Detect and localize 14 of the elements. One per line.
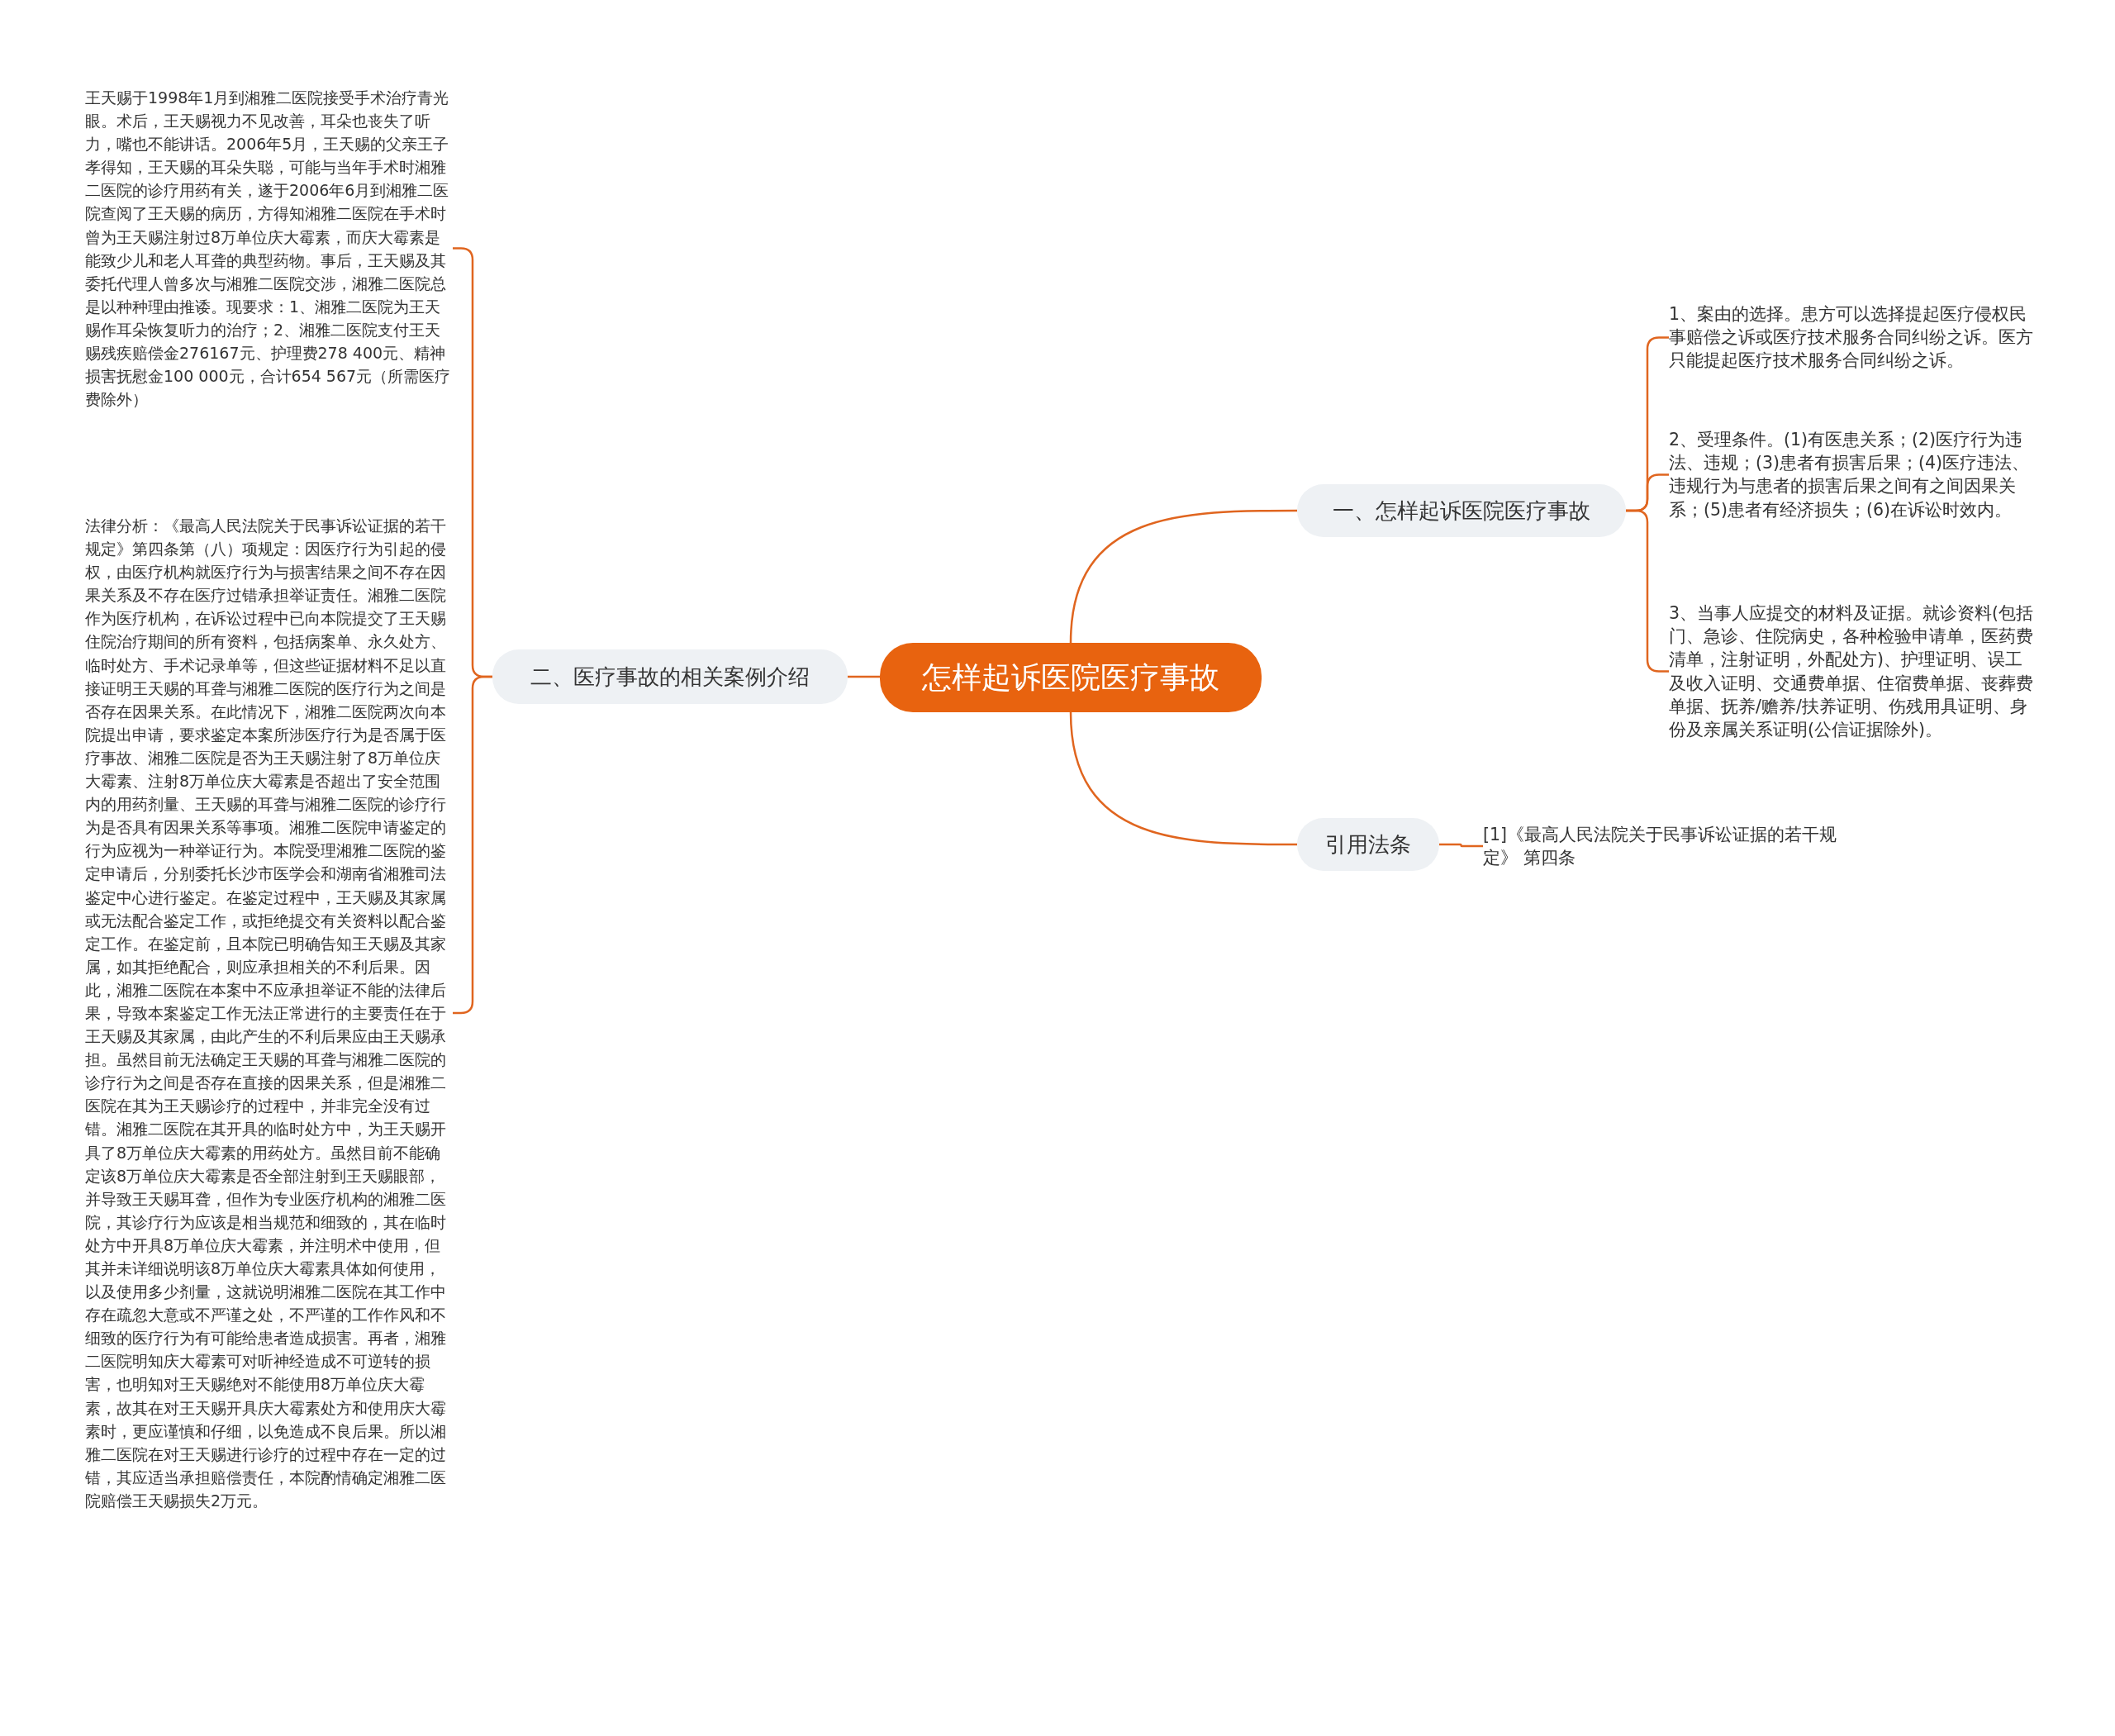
note-text: 1、案由的选择。患方可以选择提起医疗侵权民事赔偿之诉或医疗技术服务合同纠纷之诉。医方只能提起医疗技术服务合同纠纷之诉。 [1669,302,2039,373]
topic-box: 一、怎样起诉医院医疗事故 [1297,484,1626,537]
connector-line [1439,843,1483,848]
note-text: 3、当事人应提交的材料及证据。就诊资料(包括门、急诊、住院病史，各种检验申请单，医药费清单，注射证明，外配处方)、护理证明、误工及收入证明、交通费单据、住宿费单据、丧葬费单据、抚养/赡养/扶养证明、伤残用具证明、身份及亲属关系证明(公信证据除外)。 [1669,602,2039,742]
note-text: 法律分析：《最高人民法院关于民事诉讼证据的若干规定》第四条第（八）项规定：因医疗行为引起的侵权，由医疗机构就医疗行为与损害结果之间不存在因果关系及不存在医疗过错承担举证责任。湘雅二医院作为医疗机构，在诉讼过程中已向本院提交了王天赐住院治疗期间的所有资料，包括病案单、永久处方、临时处方、手术记录单等，但这些证据材料不足以直接证明王天赐的耳聋与湘雅二医院的医疗行为之间是否存在因果关系。在此情况下，湘雅二医院两次向本院提出申请，要求鉴定本案所涉医疗行为是否属于医疗事故、湘雅二医院是否为王天赐注射了8万单位庆大霉素、注射8万单位庆大霉素是否超出了安全范围内的用药剂量、王天赐的耳聋与湘雅二医院的诊疗行为是否具有因果关系等事项。湘雅二医院申请鉴定的行为应视为一种举证行为。本院受理湘雅二医院的鉴定申请后，分别委托长沙市医学会和湖南省湘雅司法鉴定中心进行鉴定。在鉴定过程中，王天赐及其家属或无法配合鉴定工作，或拒绝提交有关资料以配合鉴定工作。在鉴定前，且本院已明确告知王天赐及其家属，如其拒绝配合，则应承担相关的不利后果。因此，湘雅二医院在本案中不应承担举证不能的法律后果，导致本案鉴定工作无法正常进行的主要责任在于王天赐及其家属，由此产生的不利后果应由王天赐承担。虽然目前无法确定王天赐的耳聋与湘雅二医院的诊疗行为之间是否存在直接的因果关系，但是湘雅二医院在其为王天赐诊疗的过程中，并非完全没有过错。湘雅二医院在其开具的临时处方中，为王天赐开具了8万单位庆大霉素的用药处方。虽然目前不能确定该8万单位庆大霉素是否全部注射到王天赐眼部，并导致王天赐耳聋，但作为专业医疗机构的湘雅二医院，其诊疗行为应该是相当规范和细致的，其在临时处方中开具8万单位庆大霉素，并注明术中使用，但其并未详细说明该8万单位庆大霉素具体如何使用，以及使用多少剂量，这就说明湘雅二医院在其工作中存在疏忽大意或不严谨之处，不严谨的工作作风和不细致的医疗行为有可能给患者造成损害。再者，湘雅二医院明知庆大霉素可对听神经造成不可逆转的损害，也明知对王天赐绝对不能使用8万单位庆大霉素，故其在对王天赐开具庆大霉素处方和使用庆大霉素时，更应谨慎和仔细，以免造成不良后果。所以湘雅二医院在对王天赐进行诊疗的过程中存在一定的过错，其应适当承担赔偿责任，本院酌情确定湘雅二医院赔偿王天赐损失2万元。 [85,514,453,1513]
note-text: 王天赐于1998年1月到湘雅二医院接受手术治疗青光眼。术后，王天赐视力不见改善，耳朵也丧失了听力，嘴也不能讲话。2006年5月，王天赐的父亲王子孝得知，王天赐的耳朵失聪，可能与当年手术时湘雅二医院的诊疗用药有关，遂于2006年6月到湘雅二医院查阅了王天赐的病历，方得知湘雅二医院在手术时曾为王天赐注射过8万单位庆大霉素，而庆大霉素是能致少儿和老人耳聋的典型药物。事后，王天赐及其委托代理人曾多次与湘雅二医院交涉，湘雅二医院总是以种种理由推诿。现要求：1、湘雅二医院为王天赐作耳朵恢复听力的治疗；2、湘雅二医院支付王天赐残疾赔偿金276167元、护理费278 400元、精神损害抚慰金100 000元，合计654 567元（所需医疗费除外） [85,86,453,411]
connector-line [1069,509,1297,644]
topic-box: 二、医疗事故的相关案例介绍 [492,649,848,704]
note-text: 2、受理条件。(1)有医患关系；(2)医疗行为违法、违规；(3)患者有损害后果；(4)医疗违法、违规行为与患者的损害后果之间有之间因果关系；(5)患者有经济损失；(6)在诉讼时效内。 [1669,428,2039,521]
central-topic: 怎样起诉医院医疗事故 [880,643,1262,712]
connector-line [848,675,880,678]
connector-line [1069,711,1297,846]
topic-box: 引用法条 [1297,818,1439,871]
note-text: [1]《最高人民法院关于民事诉讼证据的若干规定》 第四条 [1483,823,1846,870]
